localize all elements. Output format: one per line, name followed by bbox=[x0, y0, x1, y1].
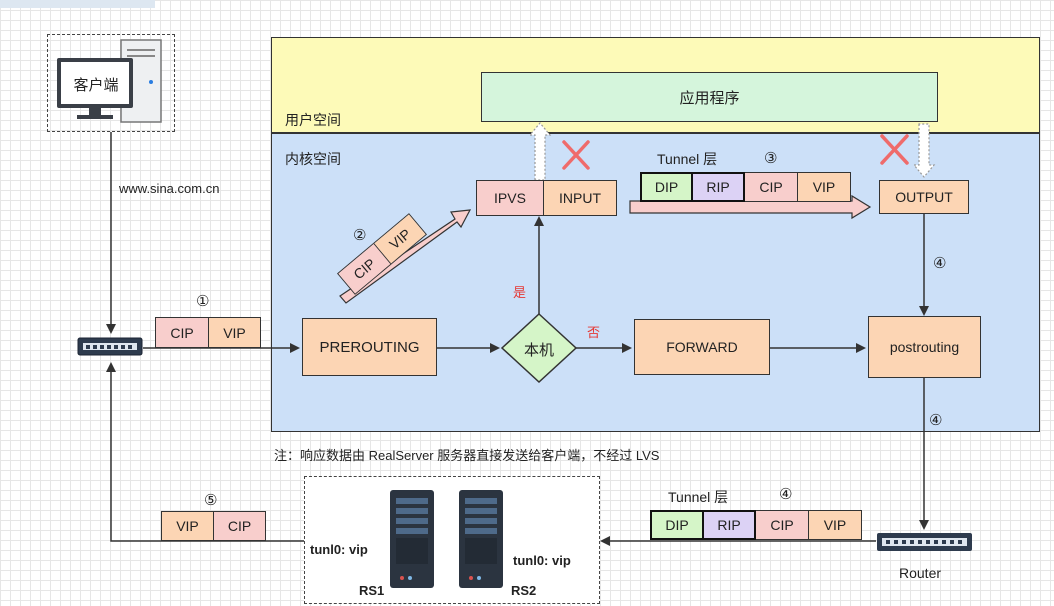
rs1-label: RS1 bbox=[359, 583, 385, 598]
forward-label: FORWARD bbox=[666, 339, 738, 355]
rs2-tunl-label: tunl0: vip bbox=[513, 553, 571, 568]
tunnel-top-packet: DIP RIP CIP VIP bbox=[640, 172, 851, 202]
tunnel-top-label: Tunnel 层 bbox=[657, 151, 718, 167]
application-box: 应用程序 bbox=[481, 72, 938, 122]
output-box: OUTPUT bbox=[879, 180, 969, 214]
no-label: 否 bbox=[587, 325, 601, 340]
packet-vip: VIP bbox=[209, 318, 260, 347]
output-label: OUTPUT bbox=[895, 189, 953, 205]
local-decision-node bbox=[500, 312, 578, 384]
router-icon bbox=[877, 533, 972, 551]
prerouting-box: PREROUTING bbox=[302, 318, 437, 376]
step-2-number: ② bbox=[353, 227, 367, 244]
rs2-label: RS2 bbox=[511, 583, 537, 598]
incoming-packet: CIP VIP bbox=[155, 317, 261, 348]
tunnel-bottom-rip: RIP bbox=[702, 510, 756, 540]
step-4-bottom-number: ④ bbox=[779, 486, 793, 503]
tunnel-bottom-label: Tunnel 层 bbox=[668, 489, 729, 505]
rs1-tunl-label: tunl0: vip bbox=[310, 542, 368, 557]
top-tab bbox=[0, 0, 155, 8]
prerouting-label: PREROUTING bbox=[319, 338, 420, 356]
step-3-number: ③ bbox=[764, 150, 778, 167]
step-4-mid-number: ④ bbox=[929, 412, 943, 429]
step-5-number: ⑤ bbox=[204, 492, 218, 509]
reply-cip: CIP bbox=[214, 512, 265, 540]
step-4-top-number: ④ bbox=[933, 255, 947, 272]
application-label: 应用程序 bbox=[679, 89, 740, 107]
client-frame bbox=[47, 34, 175, 132]
tunnel-bottom-vip: VIP bbox=[809, 510, 862, 540]
blocked-cross-icon bbox=[880, 134, 909, 165]
tunnel-bottom-dip: DIP bbox=[650, 510, 704, 540]
yes-label: 是 bbox=[513, 285, 527, 300]
reply-vip: VIP bbox=[162, 512, 214, 540]
computer-icon bbox=[57, 39, 162, 123]
local-decision-label: 本机 bbox=[523, 342, 554, 359]
tunnel-top-cip: CIP bbox=[745, 172, 798, 202]
forward-box: FORWARD bbox=[634, 319, 770, 375]
server-rs2-icon bbox=[459, 490, 503, 588]
network-switch-icon bbox=[77, 337, 143, 356]
postrouting-box: postrouting bbox=[868, 316, 981, 378]
note-text: 注：响应数据由 RealServer 服务器直接发送给客户端，不经过 LVS bbox=[274, 448, 660, 463]
tunnel-bottom-cip: CIP bbox=[756, 510, 809, 540]
server-rs1-icon bbox=[390, 490, 434, 588]
packet-cip: CIP bbox=[156, 318, 209, 347]
ipvs-cell: IPVS bbox=[477, 181, 544, 215]
user-space-label: 用户空间 bbox=[285, 112, 341, 128]
step-1-number: ① bbox=[196, 293, 210, 310]
postrouting-label: postrouting bbox=[889, 339, 960, 355]
client-domain: www.sina.com.cn bbox=[119, 181, 220, 196]
client-label: 客户端 bbox=[73, 77, 119, 94]
input-cell: INPUT bbox=[544, 181, 616, 215]
kernel-space-label: 内核空间 bbox=[285, 151, 341, 167]
tunnel-bottom-packet: DIP RIP CIP VIP bbox=[650, 510, 862, 540]
tunnel-top-vip: VIP bbox=[798, 172, 851, 202]
blocked-cross-icon bbox=[562, 140, 590, 170]
ipvs-input-box: IPVS INPUT bbox=[476, 180, 617, 216]
tunnel-top-dip: DIP bbox=[640, 172, 693, 202]
router-label: Router bbox=[899, 565, 942, 581]
realservers-frame bbox=[304, 476, 600, 604]
reply-packet: VIP CIP bbox=[161, 511, 266, 541]
tunnel-top-rip: RIP bbox=[691, 172, 745, 202]
